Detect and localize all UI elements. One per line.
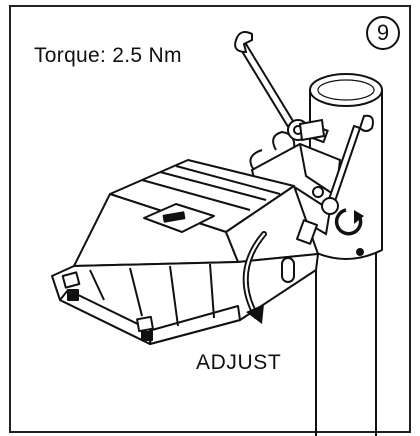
panel-border: [9, 5, 411, 433]
open-end-wrench-icon: [234, 31, 309, 141]
luminaire-housing: [51, 159, 319, 345]
rotate-arrow-icon: [242, 231, 267, 324]
tighten-arrow-icon: [334, 208, 364, 236]
adjust-label: ADJUST: [196, 351, 282, 374]
step-number-badge: 9: [366, 16, 400, 50]
torque-label: Torque: 2.5 Nm: [34, 44, 182, 67]
open-end-wrench-icon: [321, 114, 374, 215]
bolt: [298, 118, 326, 142]
